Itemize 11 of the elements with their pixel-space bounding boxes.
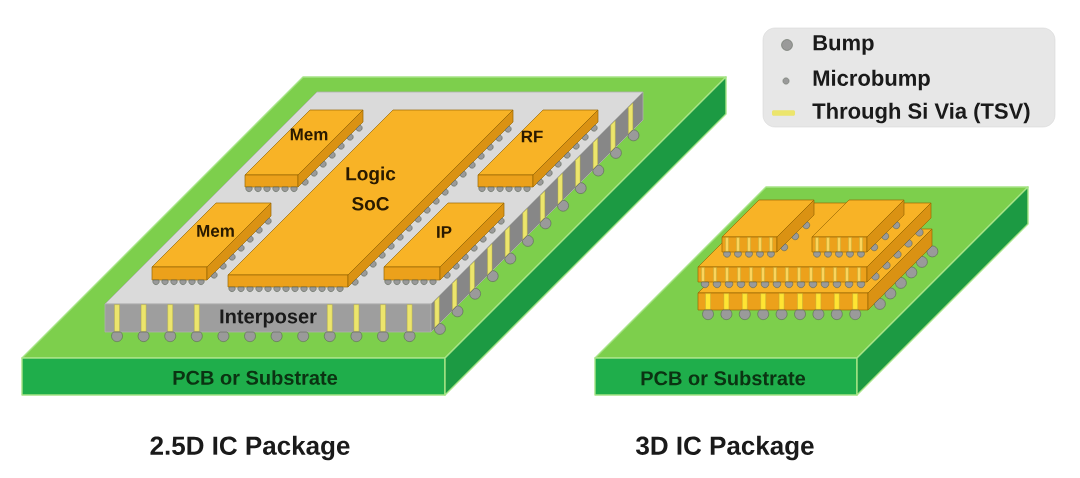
node-label: Interposer xyxy=(220,309,317,328)
legend-label: Through Si Via (TSV) xyxy=(812,102,1030,124)
die xyxy=(721,199,815,253)
chip: Mem xyxy=(151,202,272,281)
chip: RF xyxy=(477,109,599,188)
package-caption: 2.5D IC Package xyxy=(150,435,350,461)
node-label: PCB or Substrate xyxy=(173,370,338,385)
legend-label: Microbump xyxy=(813,69,930,91)
legend-label: Bump xyxy=(813,35,874,55)
package-caption: 3D IC Package xyxy=(636,435,814,461)
die xyxy=(811,199,905,253)
